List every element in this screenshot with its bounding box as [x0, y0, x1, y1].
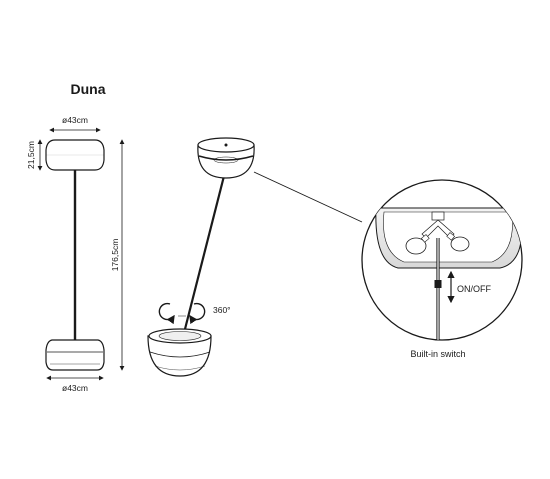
shade-width-dimension: ø43cm [49, 115, 101, 133]
switch-caption: Built-in switch [410, 349, 465, 359]
shade-height-label: 21,5cm [26, 141, 36, 169]
perspective-base [147, 328, 212, 377]
rotation-indicator [158, 302, 206, 325]
perspective-shade [197, 137, 255, 179]
rotation-label: 360° [213, 305, 231, 315]
front-elevation: ø43cm 21,5cm ø43cm 176,5cm [26, 115, 125, 393]
shade-diameter-label: ø43cm [62, 115, 88, 125]
base-width-dimension: ø43cm [46, 375, 104, 393]
base-diameter-label: ø43cm [62, 383, 88, 393]
front-base [45, 339, 105, 371]
light-bulb-icon-2 [446, 232, 470, 252]
light-bulb-icon [405, 234, 430, 255]
on-off-label: ON/OFF [457, 284, 491, 294]
product-title: Duna [71, 81, 106, 97]
shade-height-dimension: 21,5cm [26, 139, 43, 171]
perspective-pole [182, 175, 226, 334]
perspective-view: 360° [147, 137, 363, 377]
total-height-label: 176,5cm [110, 239, 120, 272]
switch-knob [434, 280, 442, 288]
total-height-dimension: 176,5cm [110, 139, 125, 371]
front-shade [45, 139, 105, 171]
switch-detail-callout: ON/OFF [361, 179, 523, 341]
detail-leader-line [253, 171, 363, 223]
